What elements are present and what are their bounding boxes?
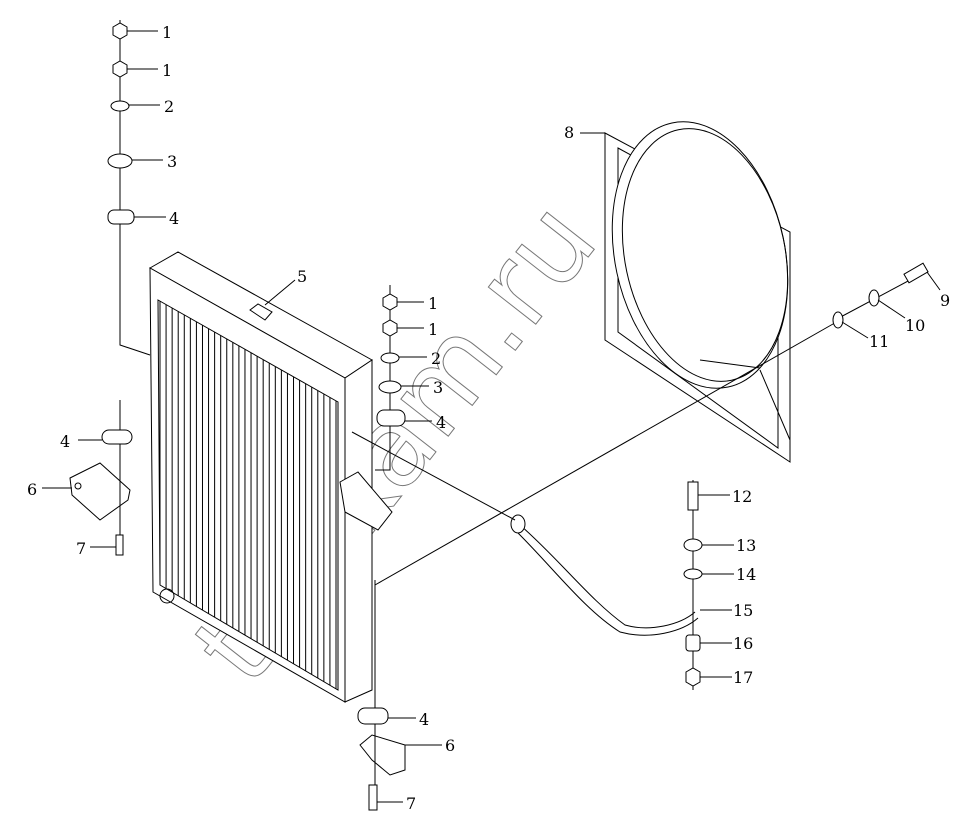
washer-icon	[868, 289, 880, 307]
callout: 3	[167, 152, 177, 171]
hex-nut-icon	[112, 60, 128, 78]
drain-port	[159, 588, 175, 604]
washer-icon	[683, 538, 703, 552]
callout: 4	[169, 209, 179, 228]
callout: 1	[162, 61, 172, 80]
callout: 11	[869, 332, 889, 351]
washer-icon	[378, 380, 402, 394]
callout: 10	[905, 316, 925, 335]
callout: 14	[736, 565, 756, 584]
tie-rod	[510, 514, 699, 636]
callout: 9	[940, 291, 950, 310]
callout: 6	[445, 736, 455, 755]
assembly-lines	[119, 20, 926, 800]
hex-nut-icon	[382, 319, 398, 337]
hex-nut-icon	[382, 293, 398, 311]
bolt-icon	[368, 784, 378, 811]
mount-bracket-left	[69, 462, 131, 521]
spacer-icon	[685, 634, 701, 652]
washer-icon	[832, 311, 844, 329]
rubber-mount-icon	[357, 707, 389, 725]
callout: 17	[733, 668, 753, 687]
callout: 7	[406, 794, 416, 813]
callout: 4	[60, 432, 70, 451]
callout: 6	[27, 480, 37, 499]
callout: 2	[164, 97, 174, 116]
callout: 13	[736, 536, 756, 555]
hex-nut-icon	[685, 667, 701, 687]
mount-bracket-right	[339, 471, 393, 531]
bolt-icon	[115, 534, 124, 556]
rubber-mount-icon	[107, 209, 135, 225]
fan-shroud	[604, 121, 791, 463]
radiator	[148, 251, 373, 703]
washer-icon	[380, 352, 400, 364]
leader-lines	[42, 30, 941, 803]
washer-icon	[107, 153, 133, 169]
radiator-fins	[159, 301, 337, 689]
callout: 1	[162, 23, 172, 42]
callout: 3	[433, 378, 443, 397]
lifting-bracket	[249, 303, 273, 321]
callout: 16	[733, 634, 753, 653]
rubber-mount-icon	[376, 409, 406, 427]
callout: 15	[733, 601, 753, 620]
mount-bracket-bottom	[359, 734, 406, 776]
bolt-icon	[687, 481, 699, 511]
callout: 12	[732, 487, 752, 506]
callout: 4	[436, 413, 446, 432]
callout: 8	[564, 123, 574, 142]
bolt-icon	[903, 262, 929, 284]
hex-nut-icon	[112, 22, 128, 40]
callout: 5	[297, 267, 307, 286]
callout: 4	[419, 710, 429, 729]
rubber-mount-icon	[101, 429, 133, 445]
callout: 7	[76, 539, 86, 558]
washer-icon	[110, 100, 130, 112]
callout: 1	[428, 320, 438, 339]
callout: 2	[431, 349, 441, 368]
callout: 1	[428, 294, 438, 313]
washer-icon	[683, 568, 703, 580]
callout-labels: 1 1 2 3 4 5 1 1 2 3 4 4 6 7 8 9 10 11 12…	[27, 23, 950, 813]
